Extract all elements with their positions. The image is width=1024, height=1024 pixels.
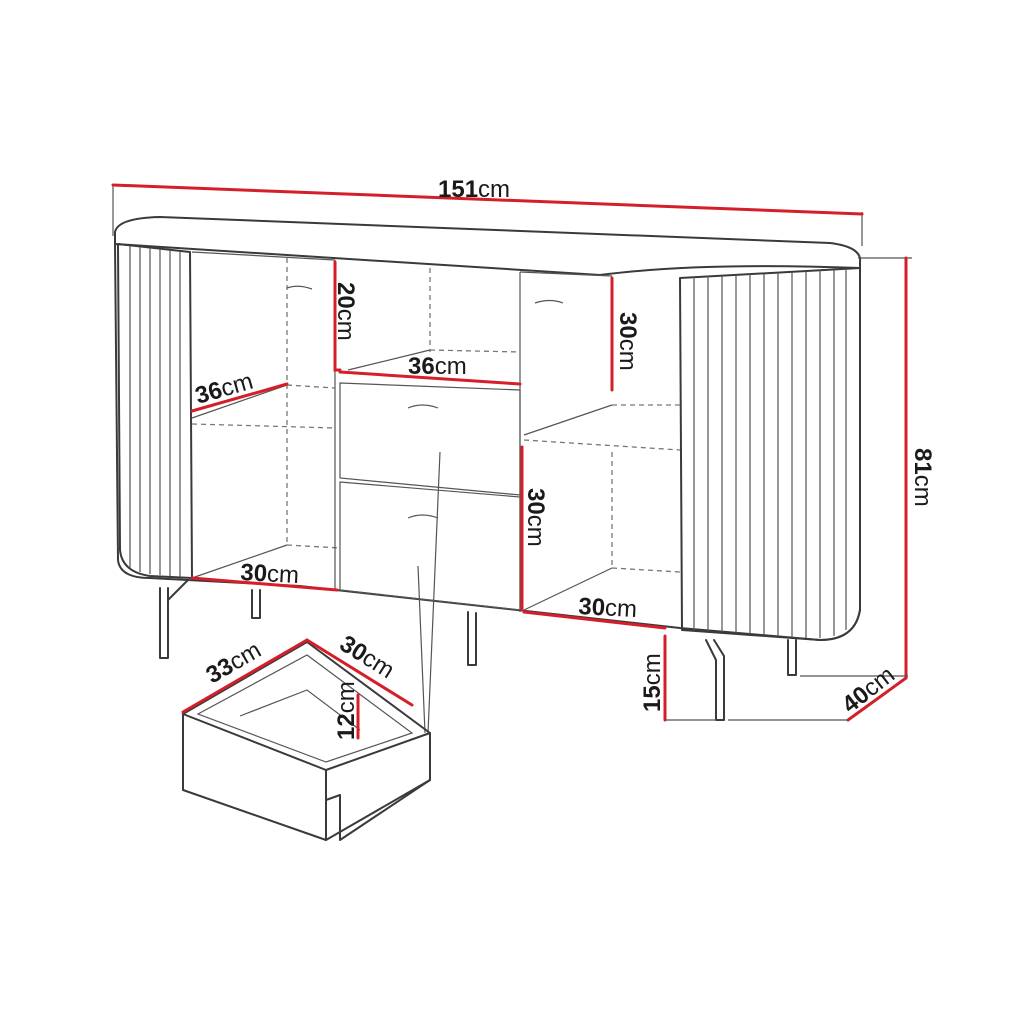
- right-door-flutes: [693, 269, 847, 638]
- left-depth-dim-line: [190, 382, 289, 413]
- left-bottom-label: 30cm: [240, 559, 300, 589]
- leg-height-label: 15cm: [639, 653, 666, 712]
- right-bottom-dim-line: [522, 610, 667, 630]
- dimension-labels: 151cm 81cm 40cm 15cm 20cm 36cm 36cm 30cm…: [192, 176, 936, 740]
- bottom-drawer-front: [339, 481, 521, 611]
- left-fluted-door: [117, 243, 193, 579]
- left-bottom-dim-line: [190, 576, 339, 592]
- left-compartment: [191, 251, 341, 579]
- right-compartment: [519, 271, 681, 611]
- drawer-width-dim-line: [181, 638, 309, 714]
- drawer-depth-dim-line: [305, 638, 414, 707]
- depth-dim-line: [846, 676, 908, 722]
- drawer-detail: [182, 641, 431, 841]
- right-bottom-label: 30cm: [578, 593, 638, 623]
- leg-back-left: [251, 589, 261, 619]
- top-shelf-width-label: 36cm: [408, 353, 467, 380]
- top-shelf-height-dim-line: [333, 260, 342, 372]
- right-fluted-door: [679, 267, 861, 641]
- cabinet-body: [114, 216, 862, 734]
- right-door-handle: [534, 299, 564, 304]
- bottom-drawer-handle: [407, 514, 439, 519]
- drawer-height-label: 12cm: [333, 681, 360, 740]
- leg-front-left: [159, 579, 189, 659]
- left-door-handle: [286, 285, 313, 290]
- leg-back-right: [787, 639, 797, 676]
- width-dim-line: [111, 183, 864, 216]
- leg-front-right: [705, 639, 725, 721]
- dimension-lines: [111, 183, 912, 740]
- top-shelf-height-label: 20cm: [332, 282, 359, 341]
- right-lower-height-label: 30cm: [522, 488, 549, 547]
- leg-center: [467, 611, 477, 666]
- left-depth-label: 36cm: [192, 368, 256, 410]
- top-shelf-width-dim-line: [338, 370, 522, 386]
- left-door-flutes: [129, 246, 181, 577]
- right-upper-height-label: 30cm: [614, 312, 641, 371]
- top-drawer-front: [339, 382, 521, 496]
- cabinet-top: [114, 216, 862, 276]
- width-label: 151cm: [438, 176, 510, 203]
- cabinet-legs: [159, 579, 797, 721]
- top-drawer-handle: [407, 404, 439, 409]
- height-label: 81cm: [909, 448, 936, 507]
